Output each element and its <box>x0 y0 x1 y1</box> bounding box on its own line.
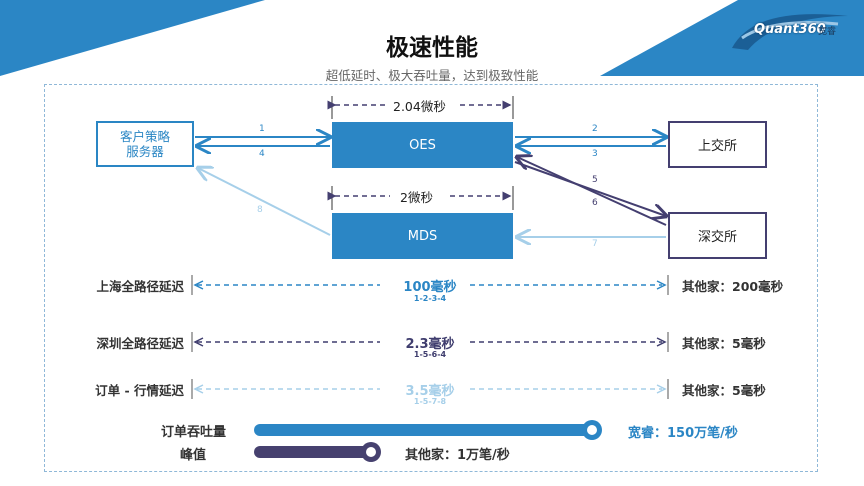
arrow-number-8: 8 <box>257 205 263 215</box>
arrow-number-7: 7 <box>592 239 598 249</box>
oes-duration-label: 2.04微秒 <box>389 96 450 115</box>
latency-row-other-shenzhen: 其他家：5毫秒 <box>682 336 766 351</box>
mds-box: MDS <box>332 213 513 259</box>
throughput-label: 订单吞吐量 <box>160 425 226 440</box>
latency-row-path-order-market: 1-5-7-8 <box>413 397 447 406</box>
arrow-number-3: 3 <box>592 149 598 159</box>
peak-label: 峰值 <box>179 448 206 463</box>
logo-swoosh-icon <box>732 14 848 50</box>
latency-row-label-shanghai: 上海全路径延迟 <box>96 279 184 294</box>
diagram-frame <box>44 84 818 472</box>
latency-row-label-shenzhen: 深圳全路径延迟 <box>96 336 184 351</box>
arrow-number-2: 2 <box>592 124 598 134</box>
latency-row-path-shenzhen: 1-5-6-4 <box>413 350 447 359</box>
latency-row-other-order-market: 其他家：5毫秒 <box>682 383 766 398</box>
throughput-bar-others <box>254 442 381 462</box>
logo-text: Quant360 <box>754 22 826 37</box>
latency-row-path-shanghai: 1-2-3-4 <box>413 294 447 303</box>
quant360-logo: Quant360 宽睿 <box>728 8 858 53</box>
latency-line-0 <box>191 275 669 295</box>
oes-box: OES <box>332 122 513 168</box>
mds-duration-label: 2微秒 <box>396 187 437 206</box>
latency-line-1 <box>191 332 669 352</box>
client-strategy-server-box: 客户策略 服务器 <box>96 121 194 167</box>
latency-row-label-order-market: 订单 - 行情延迟 <box>95 383 184 398</box>
arrow-number-5: 5 <box>592 175 598 185</box>
client-box-line2: 服务器 <box>126 144 164 159</box>
client-box-line1: 客户策略 <box>119 129 170 144</box>
throughput-others-value: 其他家：1万笔/秒 <box>405 448 510 463</box>
arrow-number-6: 6 <box>592 198 598 208</box>
arrow-number-1: 1 <box>259 124 265 134</box>
sse-box: 上交所 <box>668 121 767 168</box>
latency-row-other-shanghai: 其他家：200毫秒 <box>682 279 784 294</box>
page-title: 极速性能 <box>386 35 478 61</box>
szse-box: 深交所 <box>668 212 767 259</box>
latency-row-value-shanghai: 100毫秒 <box>403 280 457 295</box>
latency-line-2 <box>191 379 669 399</box>
throughput-ours-value: 宽睿：150万笔/秒 <box>628 426 738 441</box>
arrow-number-4: 4 <box>259 149 265 159</box>
page-subtitle: 超低延时、极大吞吐量，达到极致性能 <box>325 68 539 83</box>
latency-row-value-order-market: 3.5毫秒 <box>405 384 455 399</box>
throughput-bar-ours <box>254 420 602 440</box>
latency-row-value-shenzhen: 2.3毫秒 <box>405 337 455 352</box>
logo-brand: 宽睿 <box>818 27 837 37</box>
